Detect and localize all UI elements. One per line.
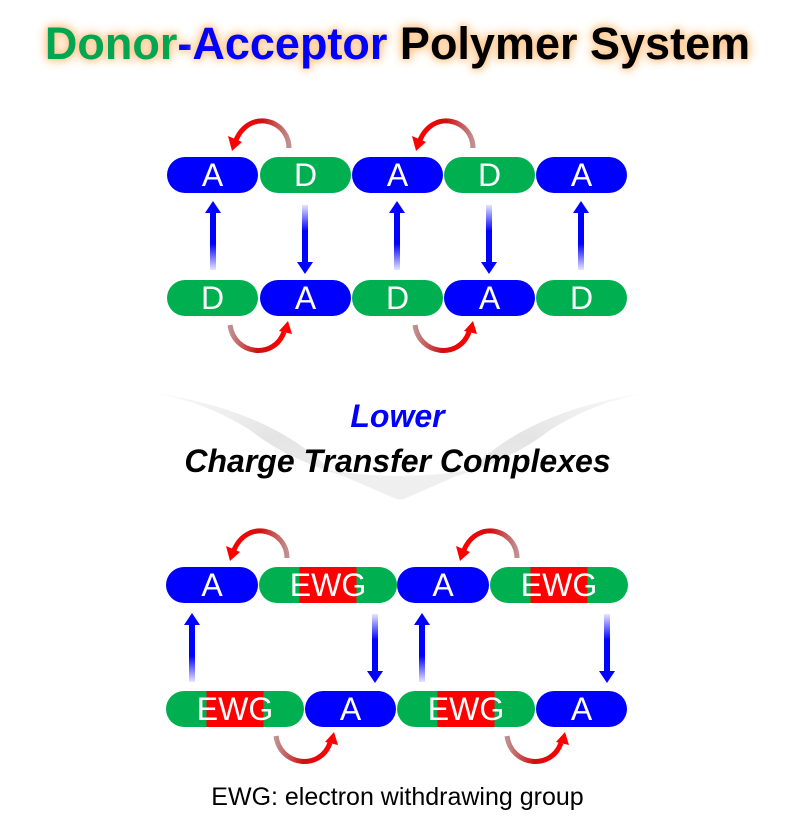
unit-label: A <box>386 157 409 193</box>
unit-label: EWG <box>196 691 274 727</box>
unit-label: D <box>569 280 594 316</box>
ewg-unit: EWG <box>397 691 535 727</box>
arrow-up-icon <box>184 613 200 682</box>
curved-arrow-right-icon <box>227 321 292 353</box>
arrow-up-icon <box>205 201 221 270</box>
unit-label: D <box>477 157 502 193</box>
unit-label: D <box>293 157 318 193</box>
unit-label: EWG <box>520 567 598 603</box>
arrow-down-icon <box>481 205 497 274</box>
curved-arrow-left-icon <box>226 528 290 561</box>
arrow-up-icon <box>573 201 589 270</box>
unit-label: A <box>570 157 593 193</box>
arrow-down-icon <box>297 205 313 274</box>
transition-label-ctc: Charge Transfer Complexes <box>184 443 611 479</box>
curved-arrow-right-icon <box>504 732 569 764</box>
arrow-up-icon <box>389 201 405 270</box>
acceptor-unit: A <box>536 691 627 727</box>
acceptor-unit: A <box>444 280 535 316</box>
diagram-title: Donor-Acceptor Polymer System <box>0 18 795 70</box>
unit-label: A <box>478 280 501 316</box>
unit-label: D <box>200 280 225 316</box>
donor-unit: D <box>352 280 443 316</box>
unit-label: D <box>385 280 410 316</box>
ewg-unit: EWG <box>166 691 304 727</box>
curved-arrow-right-icon <box>412 321 477 353</box>
ewg-unit: EWG <box>259 567 397 603</box>
acceptor-unit: A <box>536 157 627 193</box>
unit-label: A <box>339 691 362 727</box>
title-donor: Donor <box>44 18 178 69</box>
footnote: EWG: electron withdrawing group <box>211 783 584 811</box>
donor-unit: D <box>444 157 535 193</box>
title-dash: - <box>177 18 193 69</box>
curved-arrow-left-icon <box>412 118 476 151</box>
arrow-up-icon <box>414 613 430 682</box>
unit-label: EWG <box>427 691 505 727</box>
unit-label: A <box>294 280 317 316</box>
acceptor-unit: A <box>397 567 489 603</box>
unit-label: A <box>432 567 454 603</box>
curved-arrow-left-icon <box>228 118 292 151</box>
unit-label: A <box>570 691 593 727</box>
donor-unit: D <box>260 157 351 193</box>
donor-unit: D <box>536 280 627 316</box>
unit-label: A <box>201 567 223 603</box>
acceptor-unit: A <box>167 157 258 193</box>
arrow-down-icon <box>599 614 615 683</box>
acceptor-unit: A <box>305 691 396 727</box>
transition-label-lower: Lower <box>350 398 445 434</box>
acceptor-unit: A <box>260 280 351 316</box>
acceptor-unit: A <box>166 567 258 603</box>
title-acceptor: Acceptor <box>192 18 388 69</box>
title-rest: Polymer System <box>387 18 751 69</box>
ewg-unit: EWG <box>490 567 628 603</box>
unit-label: A <box>201 157 224 193</box>
curved-arrow-right-icon <box>273 732 338 764</box>
arrow-down-icon <box>367 614 383 683</box>
curved-arrow-left-icon <box>456 528 520 561</box>
donor-unit: D <box>167 280 258 316</box>
acceptor-unit: A <box>352 157 443 193</box>
unit-label: EWG <box>289 567 367 603</box>
